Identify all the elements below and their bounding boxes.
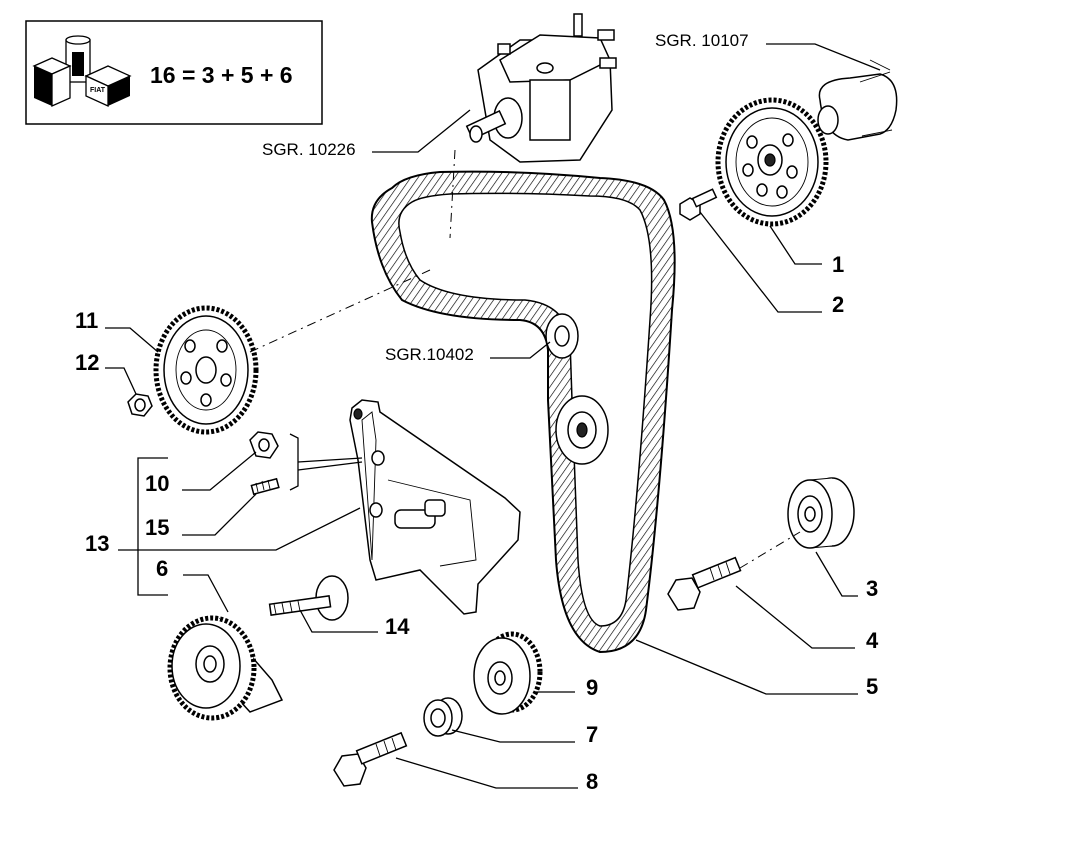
idler-pulley	[787, 477, 855, 549]
callout-2: 2	[832, 292, 844, 317]
callout-11: 11	[75, 308, 98, 333]
crankshaft-pulley	[473, 631, 543, 715]
callout-6: 6	[156, 556, 168, 581]
belt-idler-pulley	[545, 313, 579, 359]
callout-8: 8	[586, 769, 598, 794]
callout-7: 7	[586, 722, 598, 747]
belt-tensioner-pulley	[555, 395, 609, 465]
pump-gear-nut	[127, 393, 153, 417]
callout-3: 3	[866, 576, 878, 601]
callout-9: 9	[586, 675, 598, 700]
callout-5: 5	[866, 674, 878, 699]
pump-gear	[153, 305, 259, 435]
ref-sgr-10226: SGR. 10226	[262, 140, 356, 159]
kit-box: FIAT 16 = 3 + 5 + 6	[25, 20, 323, 125]
leader-lines	[105, 43, 881, 789]
idler-pulley-bolt	[667, 556, 742, 611]
bracket-nut	[249, 431, 279, 459]
camshaft-gear	[715, 97, 829, 227]
injection-pump	[449, 13, 617, 239]
callout-4: 4	[866, 628, 879, 653]
tensioner-pulley	[167, 615, 284, 721]
parts-kit-boxes-icon: FIAT	[32, 35, 132, 108]
callout-13: 13	[85, 531, 109, 556]
camshaft-gear-bolt	[679, 188, 718, 221]
callout-15: 15	[145, 515, 169, 540]
tensioner-pin	[268, 575, 349, 621]
bracket-stud	[250, 477, 280, 496]
crank-pulley-bolt	[333, 731, 408, 787]
kit-formula: 16 = 3 + 5 + 6	[150, 62, 293, 88]
spacer-washer	[423, 697, 463, 737]
tensioner-bracket	[349, 399, 521, 615]
callout-14: 14	[385, 614, 410, 639]
ref-sgr-10107: SGR. 10107	[655, 31, 749, 50]
callout-1: 1	[832, 252, 844, 277]
timing-belt	[370, 170, 676, 654]
ref-sgr-10402: SGR.10402	[385, 345, 474, 364]
fiat-logo-text: FIAT	[90, 87, 106, 94]
callout-10: 10	[145, 471, 169, 496]
camshaft-end	[817, 59, 898, 141]
callout-12: 12	[75, 350, 99, 375]
